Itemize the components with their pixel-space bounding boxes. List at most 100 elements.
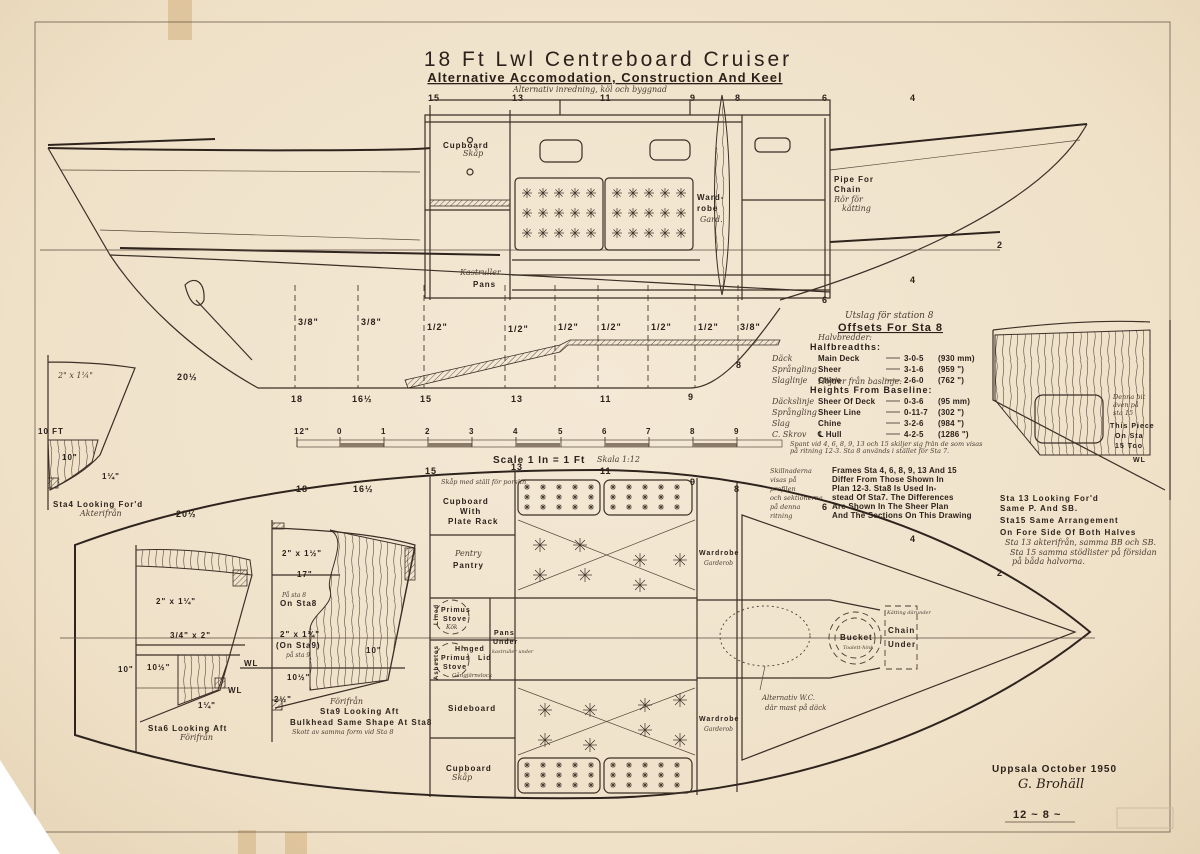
dimension-label: 3/4" x 2": [170, 631, 211, 640]
keel-station: 15: [420, 394, 432, 404]
scale-tick: 6: [602, 427, 607, 436]
chain-label: Under: [888, 640, 916, 649]
section-label: Bulkhead Same Shape At Sta8: [290, 718, 432, 727]
section-sta4: 2" x 1¼" 10" 1¼" Sta4 Looking For'd Akte…: [47, 355, 142, 518]
button-mark: [613, 189, 621, 197]
plan-station-label: 11: [600, 466, 612, 476]
dimension-label: 10": [366, 646, 382, 655]
keel-station: 9: [688, 392, 694, 402]
button-mark: [674, 554, 686, 566]
button-mark: [523, 229, 531, 237]
scale-segment: [428, 443, 472, 447]
subtitle-note: Alternativ inredning, köl och byggnad: [512, 85, 667, 94]
button-mark: [639, 724, 651, 736]
button-mark: [626, 484, 632, 490]
button-mark: [588, 762, 594, 768]
button-mark: [540, 782, 546, 788]
button-mark: [626, 494, 632, 500]
plan-station-label: 18: [296, 484, 308, 494]
button-mark: [658, 782, 664, 788]
button-mark: [523, 189, 531, 197]
offset-label: Chine: [818, 376, 842, 385]
sheer-line: [47, 123, 1088, 152]
bucket-note: Toalett-hink: [843, 645, 873, 651]
offset-mm: (930 mm): [938, 354, 975, 363]
offset-note: Däck: [771, 354, 793, 363]
button-mark: [645, 229, 653, 237]
tape-mark: [238, 830, 256, 854]
button-mark: [524, 484, 530, 490]
pans-label: Pans: [494, 630, 515, 637]
button-mark: [645, 189, 653, 197]
waterline-label: WL: [1133, 457, 1146, 464]
offsets-table: Utslag för station 8 Offsets For Sta 8 H…: [770, 311, 983, 520]
dimension-label: (On Sta9): [276, 641, 321, 650]
scale-label: Scale 1 In = 1 Ft: [493, 455, 585, 466]
plan-station-label: 15: [425, 466, 437, 476]
section-label: Sta15 Same Arrangement: [1000, 516, 1119, 525]
offset-mm: (762 "): [938, 376, 964, 385]
button-mark: [572, 484, 578, 490]
chain-pipe-note: Rör för: [833, 195, 864, 204]
plan-station-label: 4: [910, 534, 916, 544]
offset-value: 4-2-5: [904, 430, 924, 439]
tape-mark: [285, 832, 307, 854]
rudder: [184, 279, 253, 361]
station-label: 11: [600, 93, 612, 103]
primus-stove-label: Stove: [443, 616, 467, 623]
button-mark: [658, 504, 664, 510]
button-mark: [610, 494, 616, 500]
scale-tick: 9: [734, 427, 739, 436]
scale-segment: [693, 443, 737, 447]
offset-value: 3-2-6: [904, 419, 924, 428]
button-mark: [555, 189, 563, 197]
chain-note: Kätting därunder: [886, 610, 932, 616]
station-label: 15: [428, 93, 440, 103]
scale-tick: 5: [558, 427, 563, 436]
button-mark: [642, 494, 648, 500]
section-label: Same P. And SB.: [1000, 504, 1078, 513]
button-mark: [556, 484, 562, 490]
section-note: 15 Too: [1115, 443, 1143, 450]
frames-note-swedish: ritning: [770, 512, 792, 520]
button-mark: [661, 229, 669, 237]
button-mark: [642, 504, 648, 510]
frames-note-line: Differ From Those Shown In: [832, 475, 944, 484]
section-sta9: 2" x 1½" 17" På sta 8 On Sta8 2" x 1¼" (…: [240, 520, 432, 742]
button-mark: [540, 762, 546, 768]
asbestos-label: Asbestos: [434, 645, 440, 680]
section-note: This Piece: [1110, 423, 1155, 430]
section-label-swedish: Sta 13 akterifrån, samma BB och SB.: [1005, 538, 1156, 547]
frames-note-swedish: Spant vid 4, 6, 8, 9, 13 och 15 skiljer …: [790, 441, 983, 455]
station-label: 9: [690, 93, 696, 103]
frames-note-line: Frames Sta 4, 6, 8, 9, 13 And 15: [832, 466, 957, 475]
waterline-label: WL: [244, 659, 258, 668]
dimension-label: 17": [297, 570, 313, 579]
button-mark: [677, 229, 685, 237]
frames-note-swedish: profilen: [770, 485, 796, 493]
dimension-label: 2" x 1¼": [280, 630, 320, 639]
waterline-label: WL: [228, 686, 242, 695]
offset-value: 2-6-0: [904, 376, 924, 385]
frames-note-line: And The Sections On This Drawing: [832, 511, 972, 520]
section-label-swedish: Skott av samma form vid Sta 8: [292, 728, 393, 736]
cupboard-note: Skåp med ställ för porslin: [441, 477, 526, 486]
plan-station-label: 6: [822, 502, 828, 512]
offset-value: 3-1-6: [904, 365, 924, 374]
wardrobe-note: Gard.: [700, 215, 723, 224]
keel-thickness: 3/8": [740, 322, 761, 332]
centreboard-trunk: [714, 94, 730, 296]
button-mark: [574, 539, 586, 551]
button-mark: [539, 209, 547, 217]
button-mark: [584, 704, 596, 716]
button-mark: [642, 772, 648, 778]
profile-station-numbers: 15 13 11 9 8 6 4: [428, 93, 915, 103]
offsets-note: Höjder från baslinje:: [817, 377, 902, 386]
button-mark: [645, 209, 653, 217]
button-mark: [674, 772, 680, 778]
plan-station-label: 16½: [353, 484, 374, 494]
chain-label: Chain: [888, 626, 915, 635]
dimension-label: 10½": [287, 673, 310, 682]
section-note: On Sta: [1115, 433, 1144, 440]
